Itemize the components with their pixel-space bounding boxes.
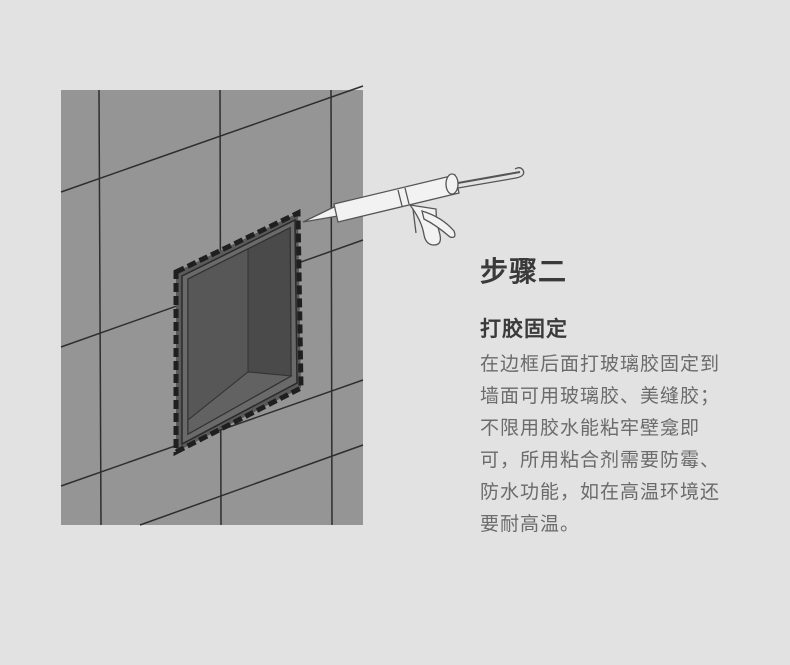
step-description: 在边框后面打玻璃胶固定到墙面可用玻璃胶、美缝胶；不限用胶水能粘牢壁龛即可，所用粘… bbox=[480, 353, 721, 535]
step-subtitle: 打胶固定 bbox=[480, 317, 568, 341]
caulk-gun-icon bbox=[302, 167, 525, 246]
step-title: 步骤二 bbox=[480, 255, 568, 288]
wall-niche bbox=[173, 209, 304, 457]
step-text-block: 步骤二 打胶固定 在边框后面打玻璃胶固定到墙面可用玻璃胶、美缝胶；不限用胶水能粘… bbox=[480, 252, 740, 540]
